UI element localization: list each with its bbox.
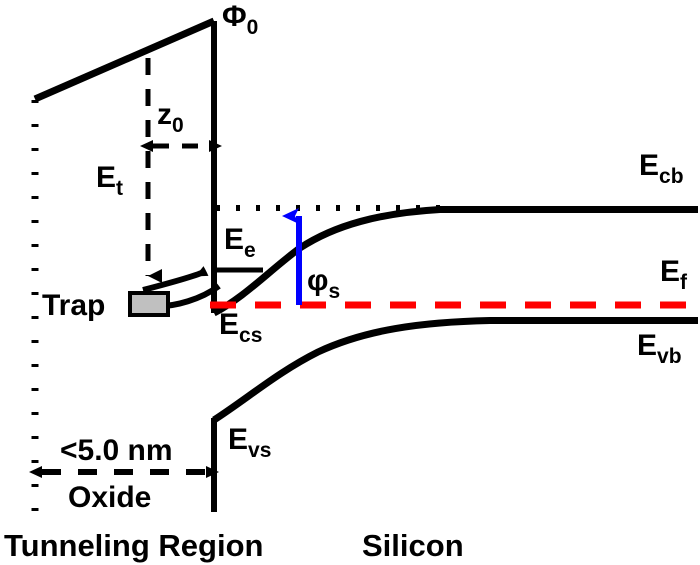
label-phi0: Φ0 (222, 0, 258, 39)
trap-state-box (128, 291, 170, 317)
label-Ee: Ee (224, 223, 256, 262)
label-phis: φs (307, 264, 340, 303)
tunneling-arrow-to-silicon (142, 266, 209, 293)
label-Ecb: Ecb (639, 149, 684, 188)
label-Evb: Evb (637, 329, 682, 368)
silicon-valence-band (212, 317, 698, 423)
label-Et: Et (96, 161, 123, 200)
label-oxide-thickness: <5.0 nm (60, 434, 173, 467)
oxide-barrier-slope (33, 17, 216, 103)
silicon-conduction-band (212, 206, 698, 317)
label-Ef: Ef (660, 255, 688, 294)
label-Evs: Evs (228, 423, 271, 462)
label-z0: z0 (157, 98, 184, 137)
label-trap: Trap (42, 289, 105, 322)
label-Ecs: Ecs (219, 308, 262, 347)
label-oxide: Oxide (68, 481, 151, 514)
label-silicon: Silicon (362, 528, 464, 563)
label-tunneling-region: Tunneling Region (4, 528, 263, 563)
